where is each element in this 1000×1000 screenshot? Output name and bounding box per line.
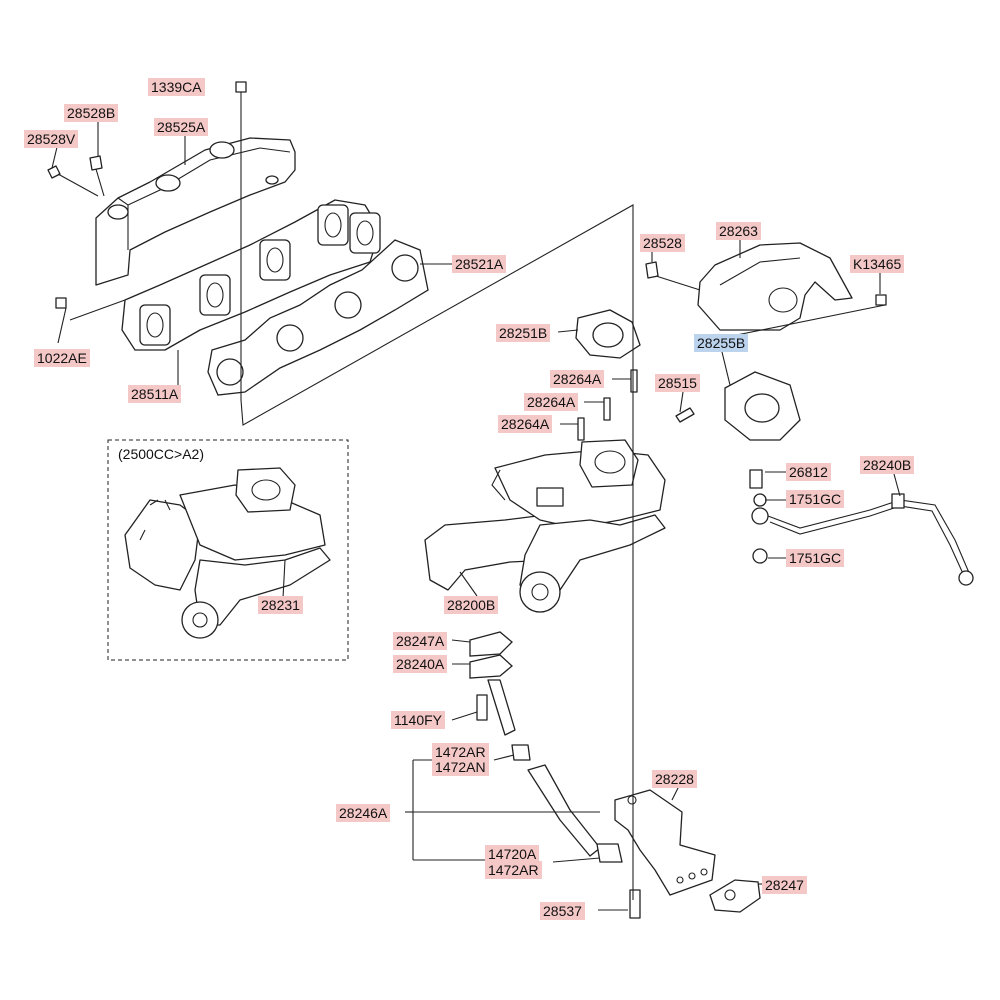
turbo-heat-protector <box>645 242 887 331</box>
part-label-28525A[interactable]: 28525A <box>154 118 209 136</box>
part-label-28231[interactable]: 28231 <box>258 596 303 614</box>
manifold-bolts <box>47 81 247 309</box>
part-label-28528[interactable]: 28528 <box>640 234 685 252</box>
part-label-28228[interactable]: 28228 <box>652 770 697 788</box>
turbo-inlet-gasket <box>575 309 641 359</box>
part-label-1751GC[interactable]: 1751GC <box>786 490 845 508</box>
part-label-28537[interactable]: 28537 <box>540 902 585 920</box>
turbocharger-main <box>424 439 666 613</box>
part-label-1339CA[interactable]: 1339CA <box>148 78 205 96</box>
part-label-1472AN[interactable]: 1472AN <box>432 758 489 776</box>
part-label-26812[interactable]: 26812 <box>786 463 831 481</box>
part-label-28528V[interactable]: 28528V <box>24 130 79 148</box>
variant-note: (2500CC>A2) <box>118 446 204 462</box>
oil-return-pipe <box>469 631 623 863</box>
exhaust-manifold <box>121 199 381 351</box>
part-label-28264A[interactable]: 28264A <box>524 393 579 411</box>
part-label-K13465[interactable]: K13465 <box>850 255 905 273</box>
part-label-28515[interactable]: 28515 <box>655 374 700 392</box>
manifold-gasket <box>207 239 429 396</box>
part-label-28521A[interactable]: 28521A <box>452 255 507 273</box>
part-label-28200B[interactable]: 28200B <box>444 596 499 614</box>
part-label-1472AR[interactable]: 1472AR <box>485 861 542 879</box>
turbo-support-bracket <box>614 789 761 919</box>
part-label-28247[interactable]: 28247 <box>762 876 807 894</box>
part-label-28240A[interactable]: 28240A <box>393 655 448 673</box>
turbo-outlet-gasket <box>724 371 801 441</box>
part-label-28264A[interactable]: 28264A <box>498 415 553 433</box>
part-label-28263[interactable]: 28263 <box>716 222 761 240</box>
part-label-28246A[interactable]: 28246A <box>336 804 391 822</box>
part-label-28251B[interactable]: 28251B <box>496 324 551 342</box>
part-label-1022AE[interactable]: 1022AE <box>34 349 90 367</box>
part-label-28264A[interactable]: 28264A <box>550 370 605 388</box>
heat-shield-manifold <box>95 137 296 286</box>
part-label-28240B[interactable]: 28240B <box>860 456 915 474</box>
turbocharger-variant <box>124 467 331 639</box>
part-label-14720A[interactable]: 14720A <box>485 845 540 863</box>
leader-lines <box>51 92 901 911</box>
part-label-28511A[interactable]: 28511A <box>128 385 182 403</box>
part-label-28528B[interactable]: 28528B <box>64 104 119 122</box>
part-label-28255B[interactable]: 28255B <box>694 334 749 352</box>
part-label-1472AR[interactable]: 1472AR <box>432 743 489 761</box>
oil-feed-pipe <box>749 469 974 586</box>
part-label-1751GC[interactable]: 1751GC <box>786 549 845 567</box>
part-label-1140FY[interactable]: 1140FY <box>391 711 445 729</box>
part-label-28247A[interactable]: 28247A <box>393 632 448 650</box>
